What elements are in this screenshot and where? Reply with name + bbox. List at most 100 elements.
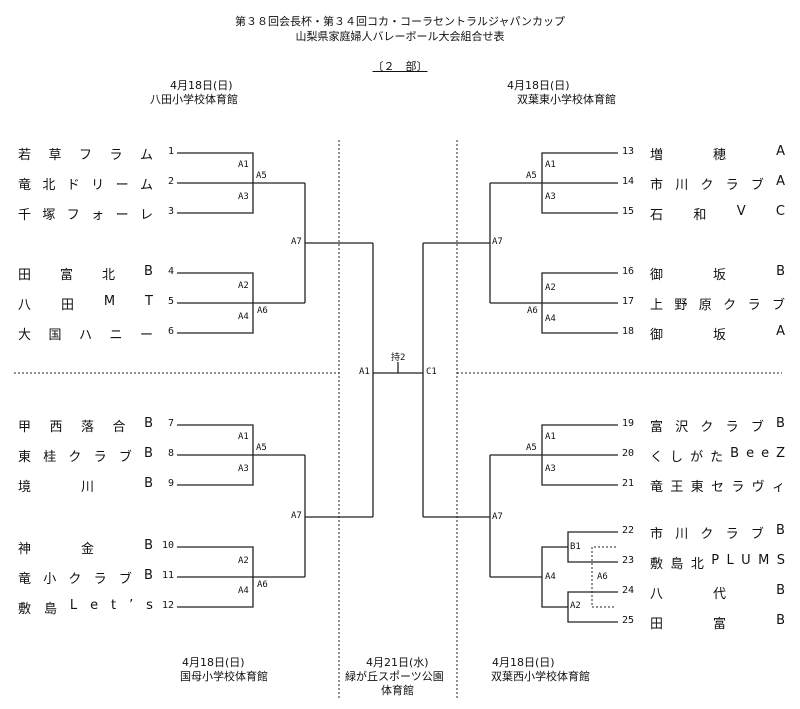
- venue-bottom-right-place: 双葉西小学校体育館: [491, 670, 590, 683]
- team-name-char: ラ: [725, 527, 739, 542]
- match-label-a5: A5: [526, 443, 537, 453]
- match-label-a6: A6: [257, 306, 268, 316]
- team-name-char: ォ: [91, 208, 105, 223]
- team-name-char: 市: [650, 527, 664, 542]
- team-name-char: 川: [81, 480, 95, 495]
- team-name-char: e: [90, 598, 99, 613]
- team-name-char: 田: [60, 298, 74, 313]
- team-name-char: ク: [700, 178, 714, 193]
- team-name-char: 塚: [42, 208, 56, 223]
- match-label-b1: B1: [570, 542, 581, 552]
- team-name-char: 富: [60, 268, 74, 283]
- match-label-a1: A1: [238, 160, 249, 170]
- team-name-char: 坂: [713, 328, 727, 343]
- team-name-char: 田: [650, 617, 664, 632]
- match-label-a3: A3: [545, 192, 556, 202]
- team-name-char: 富: [650, 420, 664, 435]
- team-name-char: 八: [18, 298, 32, 313]
- team-name-char: B: [144, 538, 153, 553]
- team-name: 竜王東セラヴィ: [650, 476, 785, 495]
- team-name-char: 沢: [675, 420, 689, 435]
- team-name-char: 竜: [18, 572, 32, 587]
- team-name-char: 金: [81, 542, 95, 557]
- team-name-char: 小: [43, 572, 57, 587]
- venue-bottom-left-place: 国母小学校体育館: [180, 670, 268, 683]
- match-label-a5: A5: [526, 171, 537, 181]
- team-name: 大国ハニー: [18, 324, 153, 343]
- team-name-char: S: [776, 553, 785, 568]
- team-name-char: B: [776, 583, 785, 598]
- match-label-c1: C1: [426, 367, 437, 377]
- team-name-char: 甲: [18, 420, 32, 435]
- team-name-char: フ: [66, 208, 80, 223]
- team-name-char: L: [69, 598, 78, 613]
- team-number: 7: [167, 418, 174, 429]
- match-label-a4: A4: [545, 572, 556, 582]
- match-label-a1: A1: [545, 432, 556, 442]
- team-name-char: 若: [18, 148, 32, 163]
- team-name-char: ハ: [78, 328, 92, 343]
- team-number: 14: [622, 176, 635, 187]
- team-name-char: 竜: [650, 480, 664, 495]
- team-name-char: セ: [710, 480, 724, 495]
- team-name-char: ’: [129, 598, 134, 613]
- team-name-char: ラ: [725, 420, 739, 435]
- team-name-char: e: [761, 446, 770, 461]
- team-name-char: 穂: [713, 148, 727, 163]
- team-number: 4: [167, 266, 174, 277]
- team-name-char: 竜: [18, 178, 32, 193]
- match-label-final-a1: A1: [359, 367, 370, 377]
- venue-top-right-date: 4月18日(日): [507, 79, 570, 92]
- team-name-char: 国: [48, 328, 62, 343]
- team-number: 18: [622, 326, 635, 337]
- team-name-char: 東: [18, 450, 32, 465]
- team-name-char: ラ: [93, 450, 107, 465]
- team-name-char: ク: [700, 527, 714, 542]
- team-name-char: レ: [139, 208, 153, 223]
- team-name-char: C: [775, 204, 785, 219]
- team-name-char: ー: [115, 208, 129, 223]
- team-name-char: ク: [68, 450, 82, 465]
- team-name-char: ド: [66, 178, 80, 193]
- team-name-char: 神: [18, 542, 32, 557]
- team-number: 25: [622, 615, 635, 626]
- team-name-char: 北: [690, 557, 704, 572]
- team-name-char: ー: [115, 178, 129, 193]
- team-name-char: B: [776, 264, 785, 279]
- venue-top-left-place: 八田小学校体育館: [150, 93, 238, 106]
- team-name-char: e: [746, 446, 755, 461]
- team-number: 15: [622, 206, 635, 217]
- team-name-char: 御: [650, 268, 664, 283]
- team-name-char: A: [776, 144, 785, 159]
- team-name-char: 北: [102, 268, 116, 283]
- team-number: 1: [167, 146, 174, 157]
- team-name-char: P: [711, 553, 720, 568]
- team-name-char: 八: [650, 587, 664, 602]
- team-name-char: 桂: [43, 450, 57, 465]
- team-name-char: ブ: [750, 420, 764, 435]
- team-name-char: t: [111, 598, 117, 613]
- team-number: 9: [167, 478, 174, 489]
- team-name-char: 王: [670, 480, 684, 495]
- team-name-char: Z: [776, 446, 785, 461]
- team-name-char: ラ: [747, 298, 761, 313]
- match-label-a3: A3: [545, 464, 556, 474]
- match-label-a5: A5: [256, 443, 267, 453]
- match-label-a3: A3: [238, 192, 249, 202]
- team-name-char: B: [776, 523, 785, 538]
- team-name-char: 千: [18, 208, 32, 223]
- venue-top-right-place: 双葉東小学校体育館: [517, 93, 616, 106]
- match-label-a4: A4: [545, 314, 556, 324]
- team-name-char: く: [650, 450, 664, 465]
- team-name-char: が: [690, 450, 704, 465]
- match-label-a6: A6: [257, 580, 268, 590]
- team-name-char: ニ: [109, 328, 123, 343]
